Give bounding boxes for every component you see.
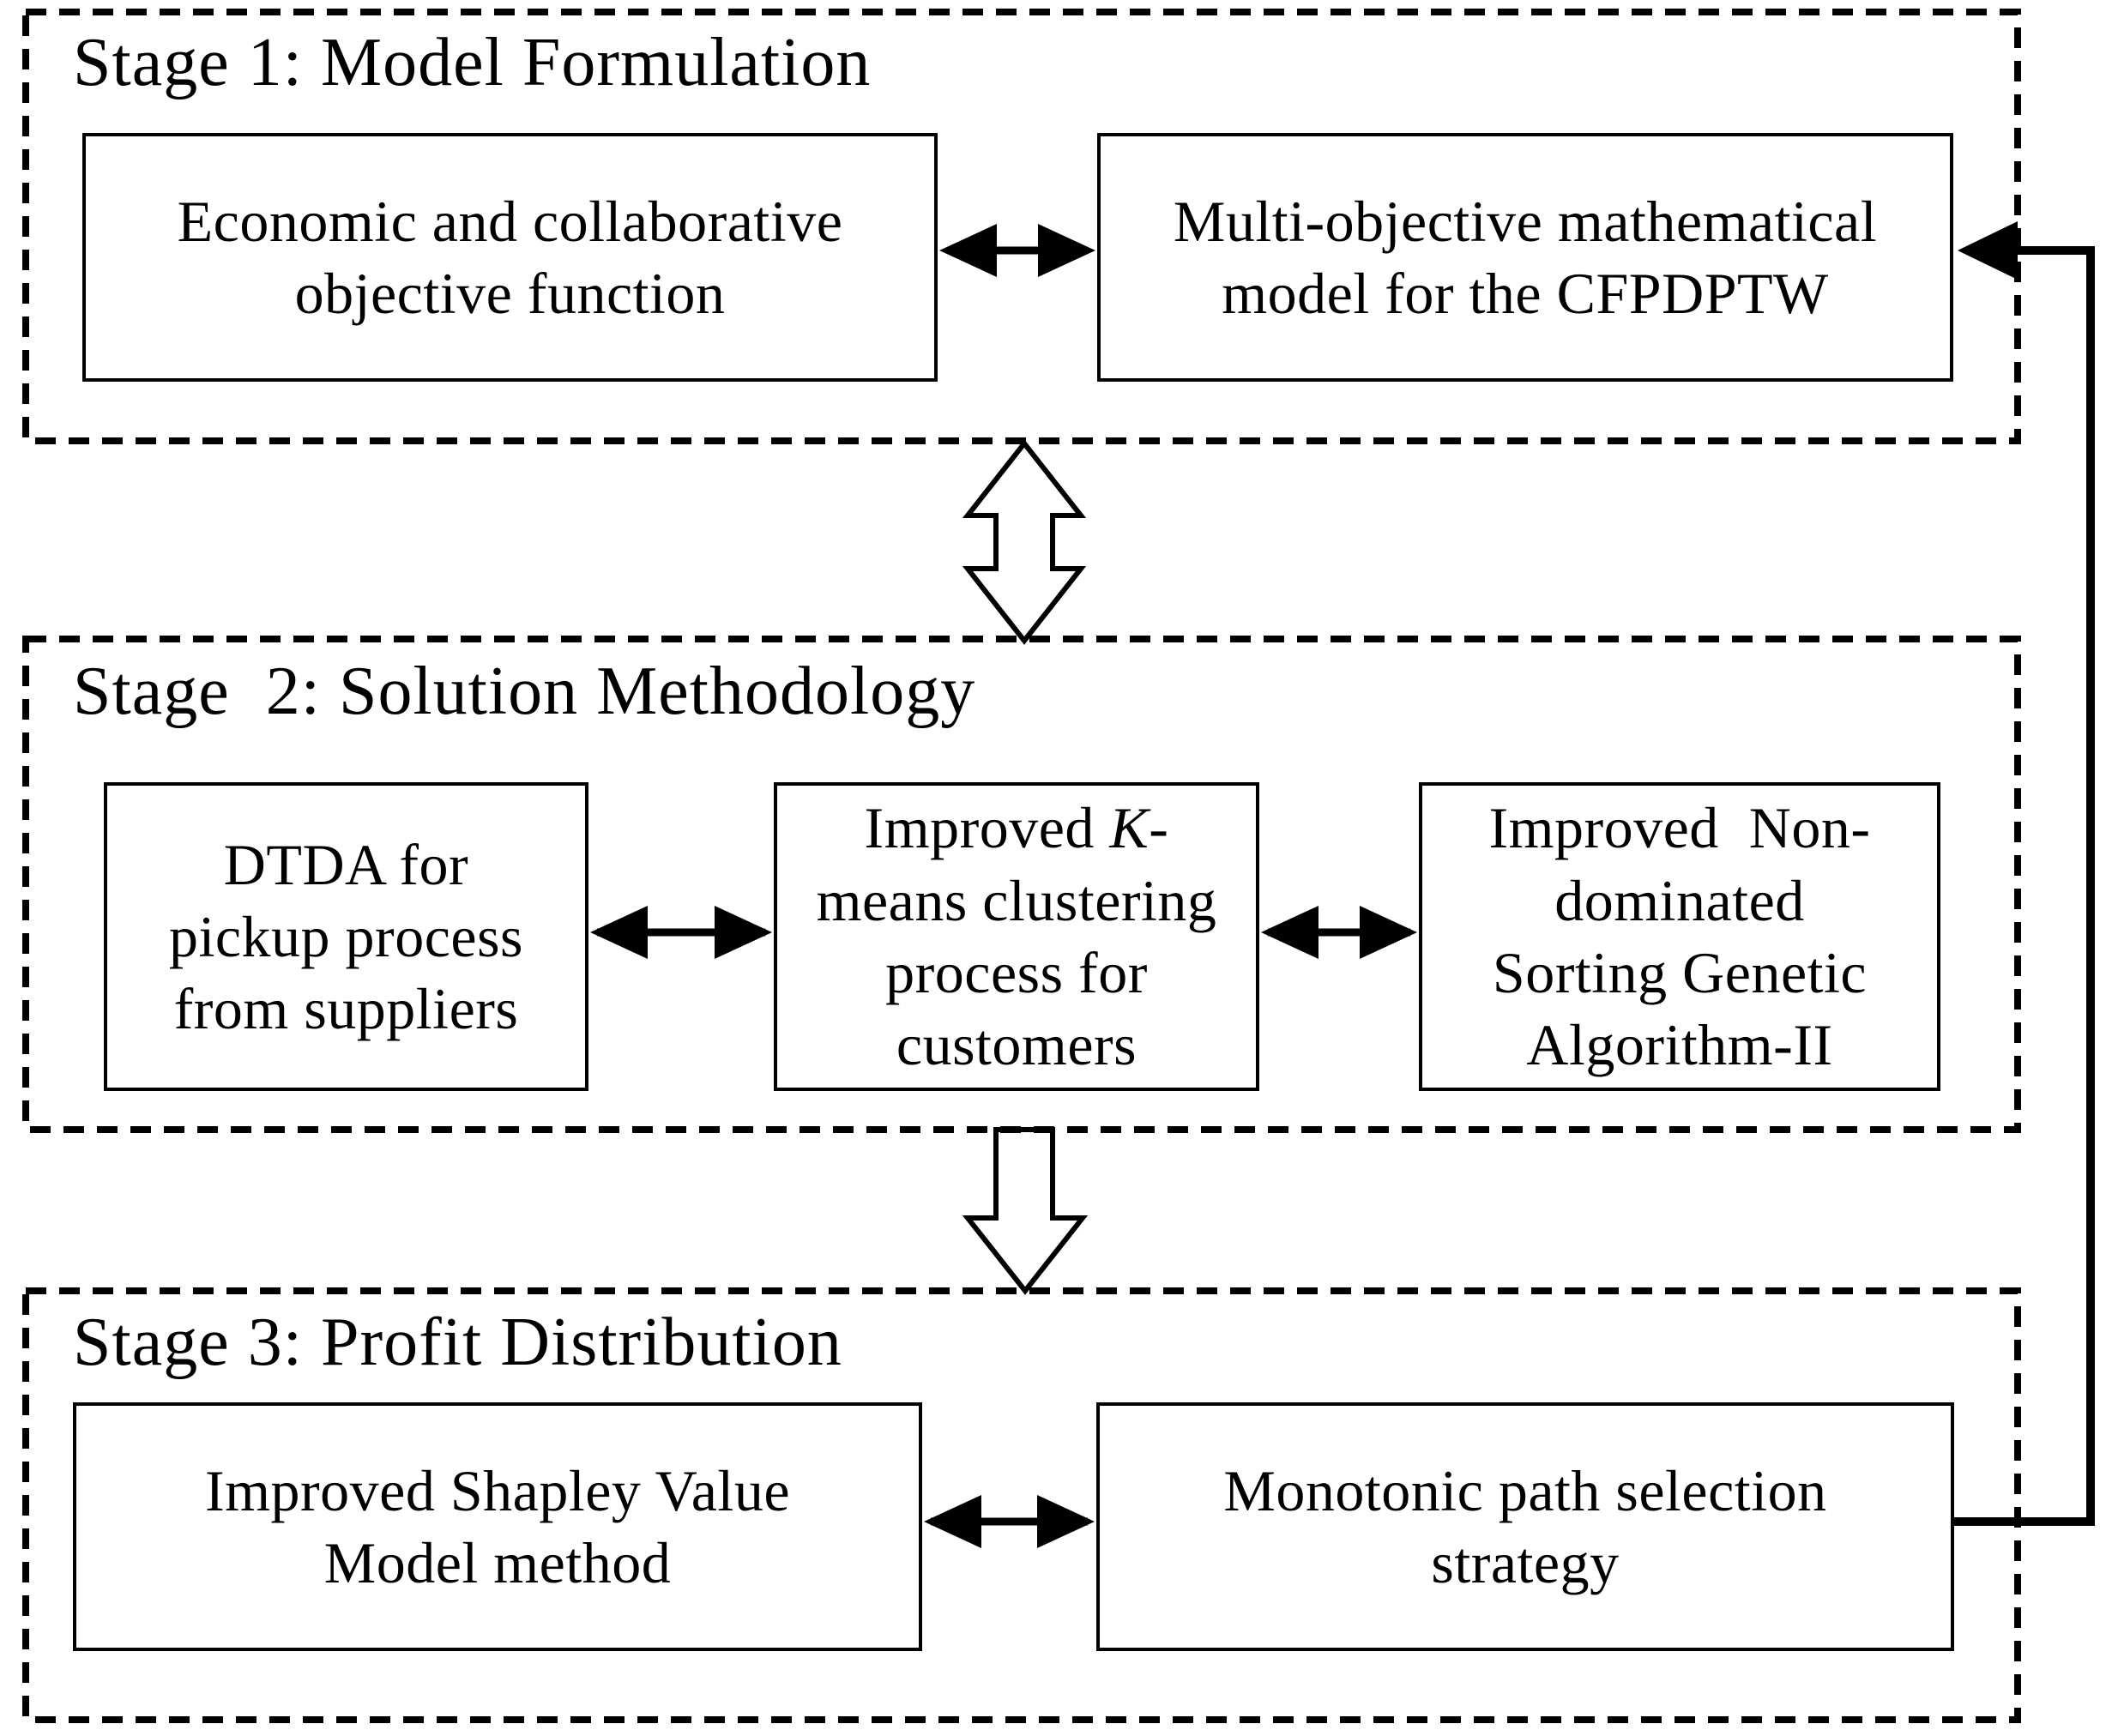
box-text-line: Improved Shapley Value [204, 1457, 791, 1523]
box-text-segment: Improved [864, 795, 1110, 861]
stage2-stage3-flow-arrow-icon [962, 1127, 1089, 1295]
stage1-boxes-double-arrow-icon [939, 224, 1095, 277]
box-text-line: means clustering [816, 867, 1217, 933]
stage2-box1-box2-double-arrow-icon [590, 906, 772, 959]
economic-collaborative-objective-box: Economic and collaborative objective fun… [82, 133, 938, 382]
box-text-line: customers [896, 1012, 1137, 1078]
multi-objective-model-box: Multi-objective mathematical model for t… [1097, 133, 1953, 382]
box-text-line: process for [885, 940, 1148, 1005]
stage2-box2-box3-double-arrow-icon [1261, 906, 1417, 959]
stage3-boxes-double-arrow-icon [924, 1495, 1095, 1548]
stage2-boundary [22, 636, 2021, 1133]
box-text-line: strategy [1431, 1530, 1620, 1595]
box-text-line: Improved Non- [1488, 795, 1871, 861]
box-text-line: DTDA for [223, 831, 469, 897]
dtda-pickup-box: DTDA for pickup process from suppliers [104, 782, 588, 1091]
stage3-title: Stage 3: Profit Distribution [73, 1305, 842, 1380]
box-text-line: Model method [323, 1530, 672, 1595]
box-text-segment: - [1149, 795, 1169, 861]
box-text-line: Sorting Genetic [1492, 940, 1868, 1005]
nsga2-box: Improved Non- dominated Sorting Genetic … [1419, 782, 1940, 1091]
box-text-line: dominated [1554, 867, 1805, 933]
shapley-value-box: Improved Shapley Value Model method [73, 1402, 922, 1651]
box-text-line: objective function [294, 261, 726, 326]
stage3-boundary [22, 1287, 2021, 1723]
stage1-title: Stage 1: Model Formulation [73, 25, 872, 100]
box-text-line: Algorithm-II [1526, 1012, 1833, 1078]
monotonic-path-selection-box: Monotonic path selection strategy [1096, 1402, 1954, 1651]
box-text-line: from suppliers [173, 976, 519, 1042]
box-text-segment-italic-k: K [1109, 795, 1150, 861]
box-text-line: Multi-objective mathematical [1173, 188, 1878, 254]
box-text-line: pickup process [168, 903, 523, 969]
stage1-stage2-flow-arrow-icon [962, 439, 1087, 645]
kmeans-clustering-box: Improved K- means clustering process for… [774, 782, 1259, 1091]
box-text-line: Improved K- [865, 792, 1169, 864]
box-text-line: Economic and collaborative [177, 188, 843, 254]
box-text-line: Monotonic path selection [1223, 1457, 1827, 1523]
feedback-arrow-icon [1954, 221, 2095, 1526]
stage1-boundary [22, 9, 2021, 444]
stage2-title: Stage 2: Solution Methodology [73, 654, 976, 729]
box-text-line: model for the CFPDPTW [1222, 261, 1829, 326]
